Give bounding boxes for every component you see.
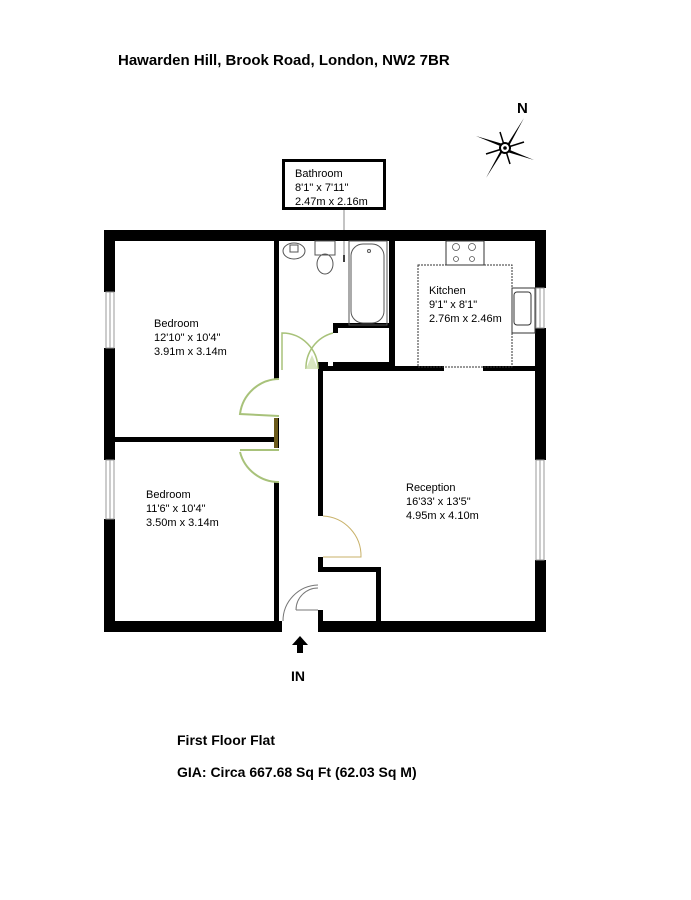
room-name: Kitchen [429, 285, 466, 297]
floor-title: First Floor Flat [177, 732, 275, 748]
kitchen-units [417, 240, 536, 368]
room-imperial: 11'6" x 10'4" [146, 503, 206, 515]
windows [105, 287, 545, 561]
room-metric: 3.50m x 3.14m [146, 517, 219, 529]
room-name: Bedroom [154, 318, 199, 330]
hob-icon [452, 243, 476, 262]
property-address: Hawarden Hill, Brook Road, London, NW2 7… [118, 52, 450, 69]
room-name: Reception [406, 482, 456, 494]
room-label-bedroom-2: Bedroom 11'6" x 10'4" 3.50m x 3.14m [146, 488, 219, 530]
room-metric: 2.47m x 2.16m [295, 196, 368, 208]
room-imperial: 9'1" x 8'1" [429, 299, 478, 311]
gia-area: GIA: Circa 667.68 Sq Ft (62.03 Sq M) [177, 764, 417, 780]
compass-rose-icon [476, 118, 534, 178]
room-name: Bedroom [146, 489, 191, 501]
room-label-bedroom-1: Bedroom 12'10" x 10'4" 3.91m x 3.14m [154, 317, 227, 359]
arrow-up-icon [292, 636, 308, 653]
entrance-label: IN [291, 668, 305, 684]
exterior-walls [104, 230, 546, 632]
bathroom-fixtures [282, 240, 388, 326]
doors [238, 332, 362, 622]
room-imperial: 12'10" x 10'4" [154, 332, 221, 344]
room-imperial: 8'1" x 7'11" [295, 182, 349, 194]
room-metric: 3.91m x 3.14m [154, 346, 227, 358]
room-imperial: 16'33' x 13'5" [406, 496, 471, 508]
north-label: N [517, 100, 528, 117]
room-metric: 2.76m x 2.46m [429, 313, 502, 325]
room-label-reception: Reception 16'33' x 13'5" 4.95m x 4.10m [406, 481, 479, 523]
room-label-bathroom: Bathroom 8'1" x 7'11" 2.47m x 2.16m [282, 159, 386, 210]
room-label-kitchen: Kitchen 9'1" x 8'1" 2.76m x 2.46m [429, 284, 502, 326]
room-metric: 4.95m x 4.10m [406, 510, 479, 522]
room-name: Bathroom [295, 168, 343, 180]
